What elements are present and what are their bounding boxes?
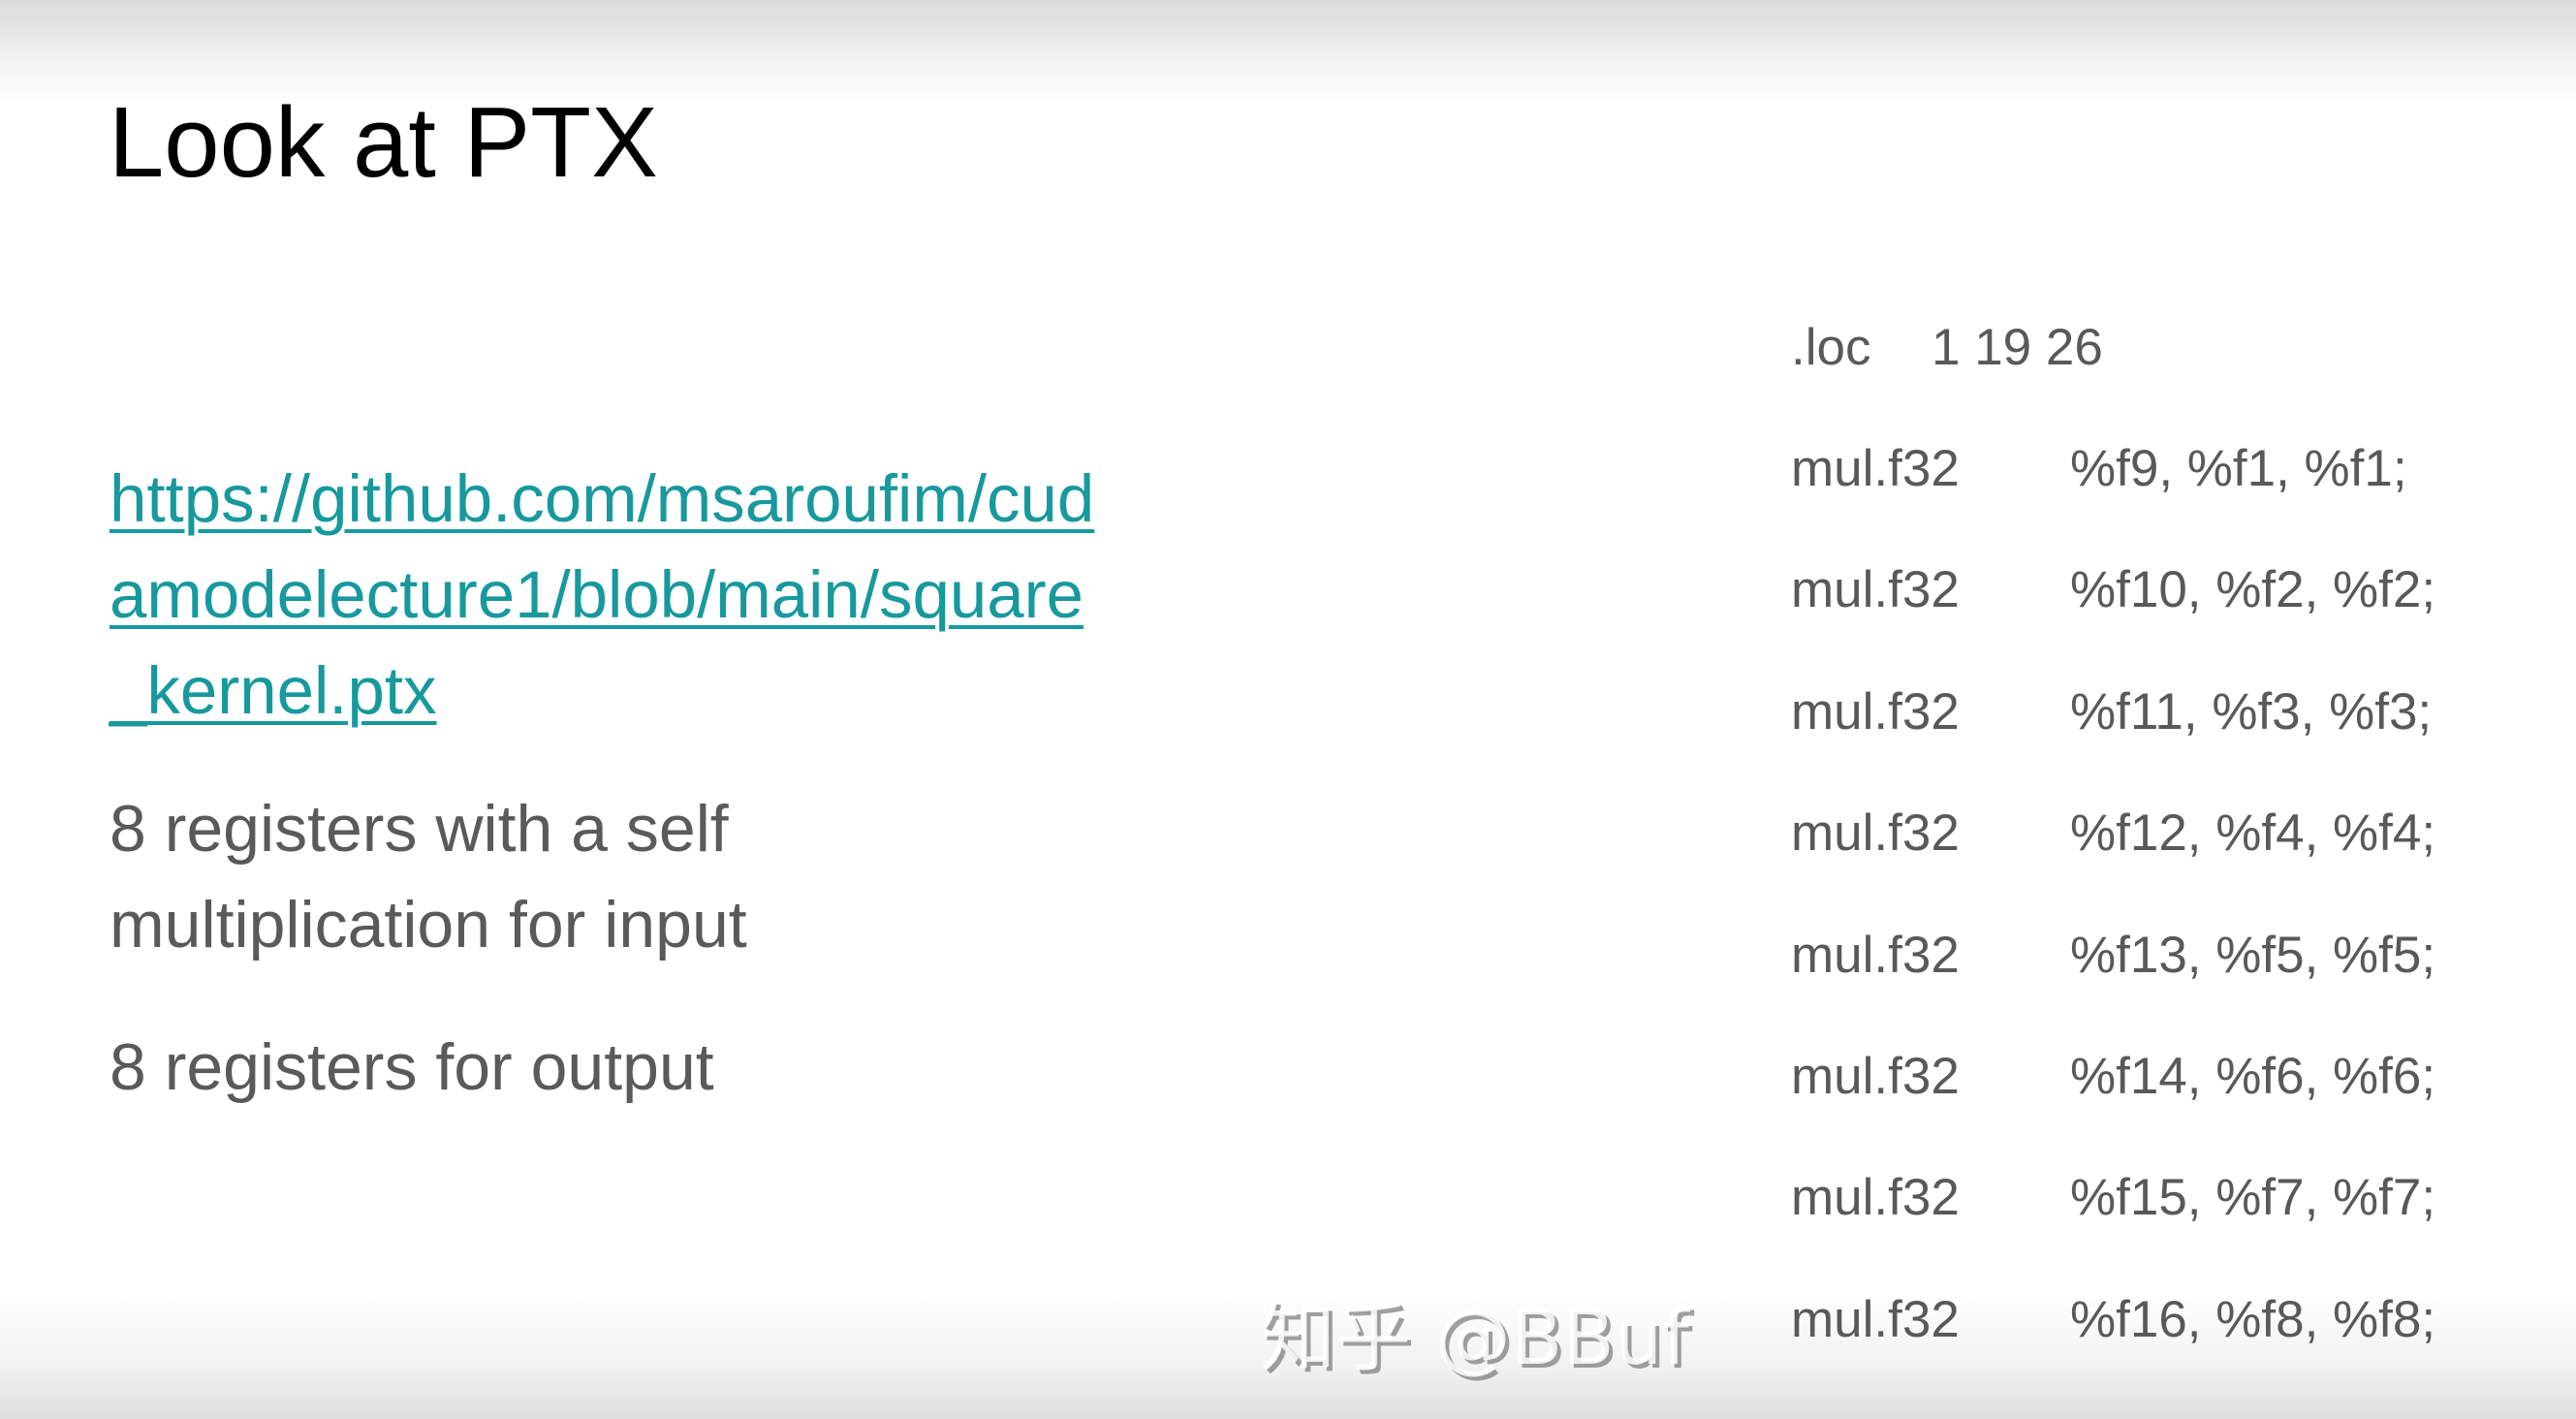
ptx-op: mul.f32 bbox=[1791, 804, 1960, 863]
ptx-source-link[interactable]: https://github.com/msaroufim/cud amodele… bbox=[110, 451, 1272, 739]
ptx-op: mul.f32 bbox=[1791, 440, 1960, 497]
slide-title: Look at PTX bbox=[109, 86, 658, 198]
ptx-operands: %f14, %f6, %f6; bbox=[2070, 1048, 2436, 1105]
watermark: 知乎 @BBuf bbox=[1260, 1295, 1689, 1382]
link-line-2[interactable]: amodelecture1/blob/main/square bbox=[110, 557, 1084, 632]
ptx-op: mul.f32 bbox=[1791, 1048, 1960, 1105]
ptx-op: mul.f32 bbox=[1791, 1169, 1960, 1227]
ptx-operands: %f9, %f1, %f1; bbox=[2070, 440, 2407, 497]
loc-args: 1 19 26 bbox=[1932, 319, 2103, 376]
ptx-op: mul.f32 bbox=[1791, 1290, 1960, 1348]
ptx-operands: %f12, %f4, %f4; bbox=[2070, 804, 2436, 863]
note-line-2: multiplication for input bbox=[110, 888, 747, 962]
link-line-1[interactable]: https://github.com/msaroufim/cud bbox=[110, 461, 1095, 536]
input-registers-note: 8 registers with a self multiplication f… bbox=[110, 781, 747, 973]
output-registers-note: 8 registers for output bbox=[110, 1030, 714, 1104]
ptx-operands: %f13, %f5, %f5; bbox=[2070, 926, 2436, 984]
ptx-operands: %f15, %f7, %f7; bbox=[2070, 1169, 2436, 1227]
ptx-op: mul.f32 bbox=[1791, 682, 1960, 741]
loc-directive: .loc bbox=[1791, 319, 1871, 376]
ptx-operands: %f11, %f3, %f3; bbox=[2070, 682, 2433, 741]
note-line-1: 8 registers with a self bbox=[110, 792, 729, 866]
ptx-operands: %f16, %f8, %f8; bbox=[2070, 1290, 2436, 1348]
link-line-3[interactable]: _kernel.ptx bbox=[110, 653, 437, 728]
ptx-op: mul.f32 bbox=[1791, 926, 1960, 984]
ptx-op: mul.f32 bbox=[1791, 561, 1960, 619]
ptx-operands: %f10, %f2, %f2; bbox=[2070, 561, 2436, 619]
